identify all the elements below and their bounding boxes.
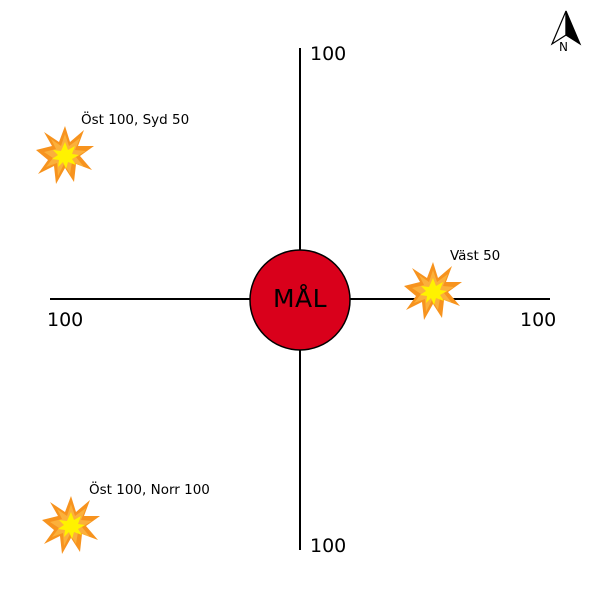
explosion-label-3: Öst 100, Norr 100 <box>89 482 210 498</box>
explosion-icon <box>36 126 94 184</box>
target-label: MÅL <box>272 284 328 313</box>
axis-label-right: 100 <box>520 309 557 331</box>
north-label: N <box>559 40 568 54</box>
explosion-icon <box>42 496 100 554</box>
axis-label-bottom: 100 <box>310 535 347 557</box>
north-arrow-icon <box>550 10 582 46</box>
explosion-label-1: Öst 100, Syd 50 <box>81 112 190 128</box>
explosion-label-2: Väst 50 <box>450 248 501 264</box>
explosion-icon <box>404 262 462 320</box>
axis-label-left: 100 <box>47 309 84 331</box>
target-circle <box>249 249 351 351</box>
axis-label-top: 100 <box>310 43 347 65</box>
